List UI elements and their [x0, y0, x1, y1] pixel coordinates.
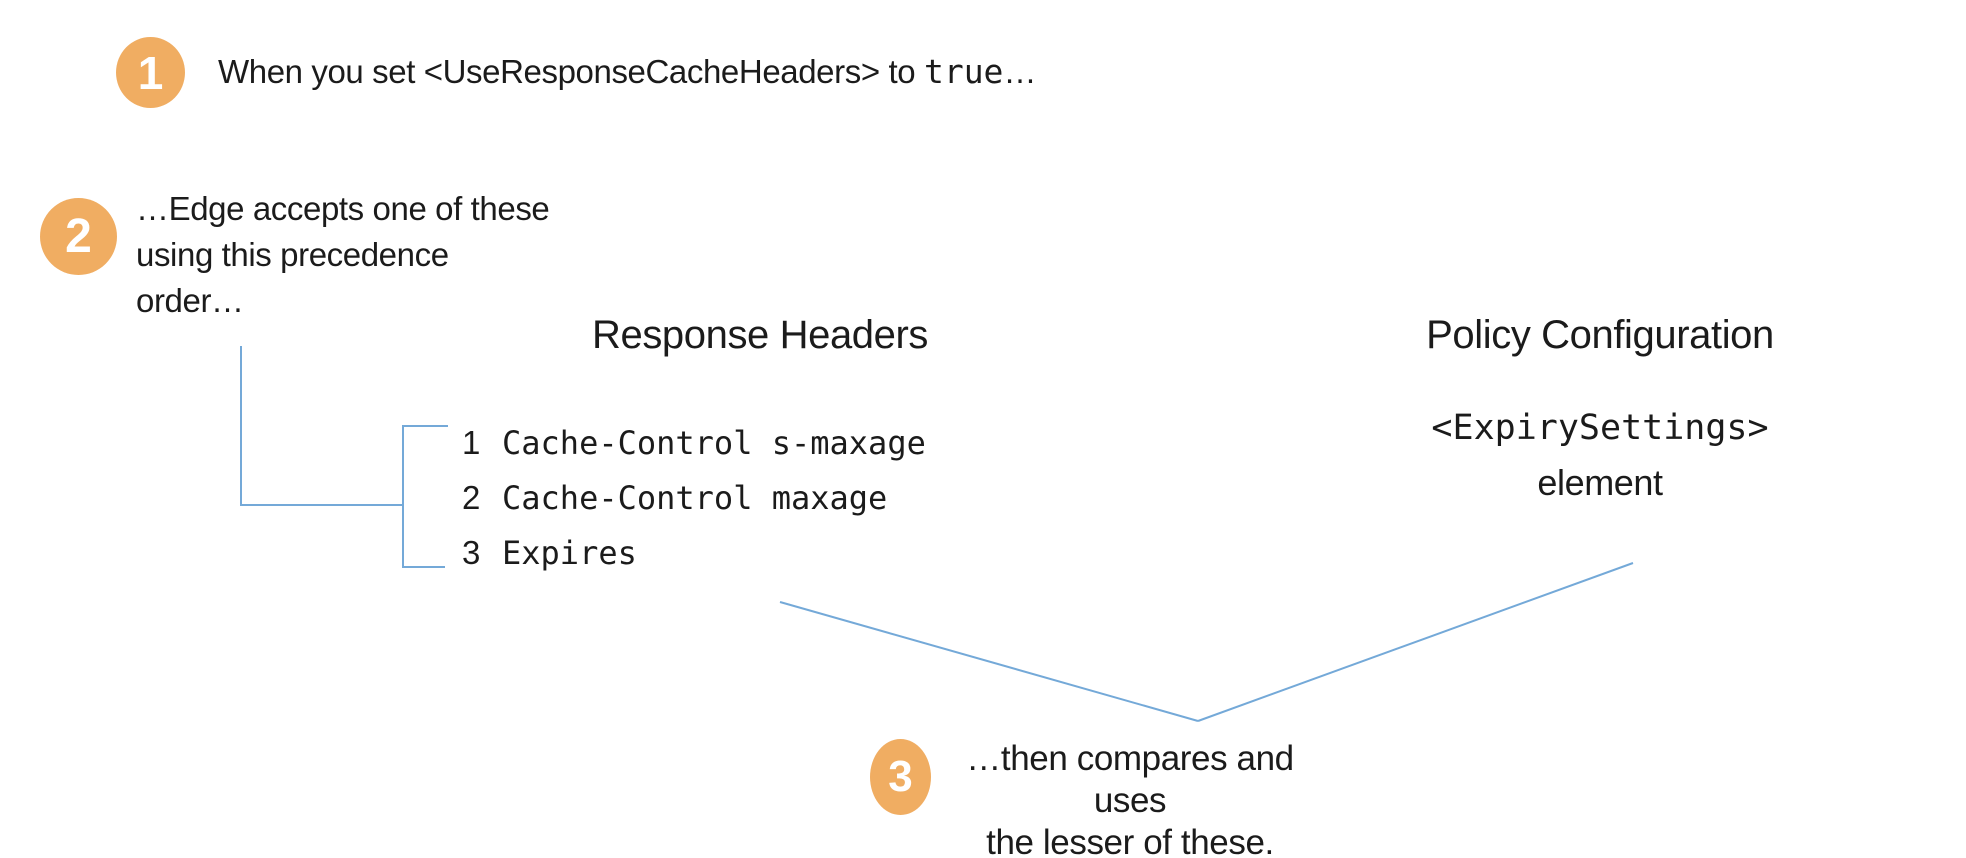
- step-1-text-suffix: …: [1003, 53, 1037, 90]
- step-3-badge: 3: [870, 739, 931, 815]
- step-2-number: 2: [65, 210, 92, 263]
- step-3-text-line-1: …then compares and uses: [966, 739, 1294, 820]
- precedence-item-2-value: Cache-Control maxage: [502, 478, 888, 517]
- step-2-text-line-1: …Edge accepts one of these: [136, 190, 550, 227]
- expiry-settings-caption: element: [1537, 462, 1663, 503]
- step-3-number: 3: [888, 752, 913, 801]
- step-1-code-true: true: [923, 52, 1004, 91]
- step-1-number: 1: [137, 46, 164, 99]
- expiry-settings-code: <ExpirySettings>: [1431, 408, 1769, 448]
- step-2-badge: 2: [40, 198, 117, 275]
- precedence-list: 1 Cache-Control s-maxage 2 Cache-Control…: [450, 415, 1010, 580]
- precedence-item-1-value: Cache-Control s-maxage: [502, 423, 926, 462]
- connector-order-to-bracket: [240, 346, 403, 506]
- step-1-badge: 1: [116, 37, 185, 108]
- precedence-item-2-rank: 2: [462, 478, 480, 516]
- connector-policy-config-to-compare: [1197, 562, 1634, 722]
- step-3-text: …then compares and uses the lesser of th…: [930, 738, 1330, 858]
- step-2-text-line-2: using this precedence: [136, 236, 449, 273]
- step-2-text-line-3: order…: [136, 282, 244, 319]
- precedence-item-1: 1 Cache-Control s-maxage: [450, 415, 1010, 470]
- precedence-list-bracket: [402, 425, 448, 568]
- precedence-item-2: 2 Cache-Control maxage: [450, 470, 1010, 525]
- precedence-item-3: 3 Expires: [450, 525, 1010, 580]
- step-2-text: …Edge accepts one of these using this pr…: [136, 186, 616, 324]
- step-1-text: When you set <UseResponseCacheHeaders> t…: [218, 50, 1318, 94]
- step-3-text-line-2: the lesser of these.: [986, 823, 1274, 858]
- connector-response-headers-to-compare: [779, 601, 1199, 722]
- precedence-item-3-rank: 3: [462, 533, 480, 571]
- step-1-text-prefix: When you set <UseResponseCacheHeaders> t…: [218, 53, 924, 90]
- precedence-item-3-value: Expires: [502, 533, 637, 572]
- response-headers-title: Response Headers: [591, 313, 929, 357]
- precedence-item-1-rank: 1: [462, 423, 480, 461]
- policy-configuration-title: Policy Configuration: [1426, 313, 1774, 357]
